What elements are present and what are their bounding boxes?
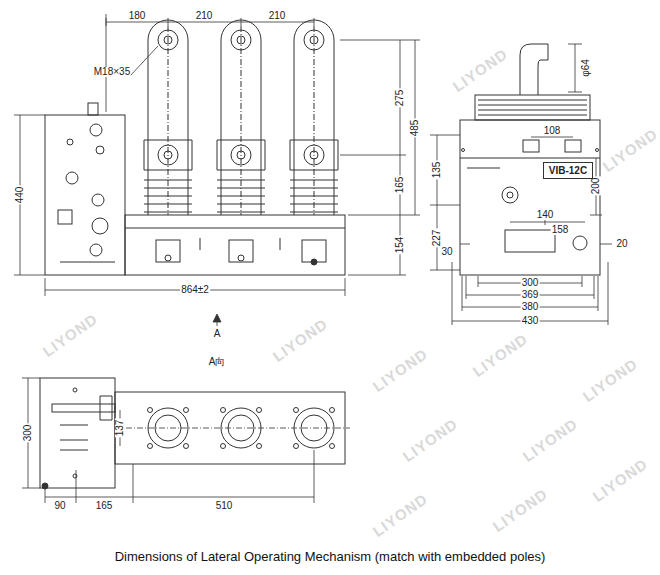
dimension-label: A向 [208,357,227,367]
watermark: LIYOND [400,416,460,464]
watermark: LIYOND [270,316,330,364]
dimension-label: 440 [15,186,25,205]
dimension-label: 108 [543,126,562,136]
dimension-label: 165 [95,501,114,511]
knob [88,103,98,115]
dimension-label: 430 [521,316,540,326]
model-label: VIB-12C [549,165,587,176]
mechanism-plate [45,115,125,275]
watermark: LIYOND [590,456,650,504]
dimension-label: 30 [440,247,453,257]
dimension-label: 369 [521,290,540,300]
mechanism-plate-plan [40,378,115,488]
dimension-label: 135 [432,161,442,180]
dimension-label: A [213,329,222,339]
base-box [125,215,345,275]
dimension-label: 864±2 [180,285,210,295]
watermark: LIYOND [470,331,530,379]
nameplate-box: VIB-12C [543,162,593,179]
dimension-label: 140 [536,210,555,220]
dimension-label: 300 [521,278,540,288]
dimension-label: 380 [521,302,540,312]
watermark: LIYOND [370,491,430,539]
side-view [460,44,600,275]
dimension-label: 510 [215,501,234,511]
watermark: LIYOND [370,346,430,394]
dimension-label: 165 [395,176,405,195]
watermark: LIYOND [520,416,580,464]
pole [144,20,192,215]
watermark: LIYOND [450,46,510,94]
dimension-label: 137 [115,419,125,438]
dimension-label: 227 [432,229,442,248]
dimension-label: 485 [410,119,420,138]
watermark: LIYOND [600,126,660,174]
dimension-label: 158 [551,225,570,235]
dimension-label: M18×35 [93,67,131,77]
watermark: LIYOND [490,486,550,534]
dimension-label: 20 [615,239,628,249]
dimension-label: 200 [591,177,601,196]
plan-dimension-lines [22,378,350,503]
dimension-lines [14,14,420,326]
side-dimension-lines [430,44,612,325]
dimension-label: 210 [195,11,214,21]
dimension-label: 300 [23,424,33,443]
caption: Dimensions of Lateral Operating Mechanis… [0,549,660,564]
pole [290,20,338,215]
dimension-label: 210 [268,11,287,21]
dimension-label: 180 [128,11,147,21]
dimension-label: φ64 [581,58,591,78]
watermark: LIYOND [40,311,100,359]
pole [217,20,265,215]
watermark: LIYOND [580,356,640,404]
dimension-label: 154 [395,236,405,255]
dimension-label: 275 [395,89,405,108]
dimension-label: 90 [53,501,66,511]
